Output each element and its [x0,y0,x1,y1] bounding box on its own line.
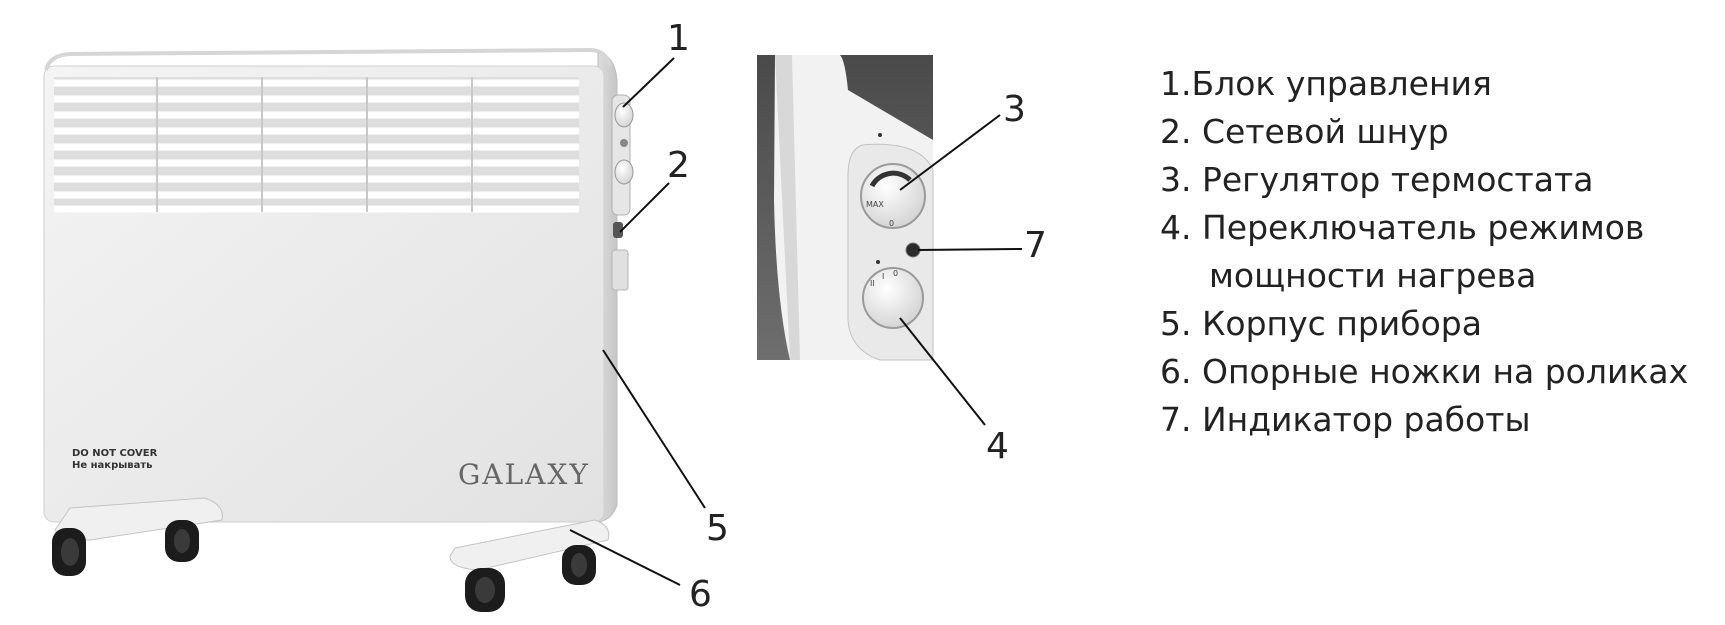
callout-4: 4 [986,426,1009,467]
callout-2: 2 [667,145,690,186]
legend-item-7: 7. Индикатор работы [1160,400,1531,439]
parts-legend: 1.Блок управления 2. Сетевой шнур 3. Рег… [1160,60,1688,444]
heater-top-rim [44,47,612,71]
leader-lines [569,57,1023,586]
legend-item-4: 4. Переключатель режимов [1160,208,1645,247]
thermostat-knob [860,133,926,229]
leader-line-7 [917,248,1023,251]
legend-item-4-continued: мощности нагрева [1209,256,1537,295]
heater-warning-ru: Не накрывать [72,460,152,471]
heater-left-foot [52,497,223,576]
callout-numbers: 1 2 3 4 5 6 7 [667,18,1047,615]
leader-line-5 [602,349,706,509]
leader-line-4 [899,317,986,426]
thermostat-zero-mark: 0 [889,219,894,228]
mode-mark-zero: 0 [893,269,898,278]
legend-item-3: 3. Регулятор термостата [1160,160,1594,199]
control-panel-closeup: MAX 0 II I 0 [757,55,934,361]
thermostat-max-mark: MAX [866,200,884,209]
heater-warning-en: DO NOT COVER [72,448,158,459]
leader-line-2 [619,182,670,233]
leader-line-1 [622,57,675,108]
heater-grille [54,77,579,213]
heater-power-cord [611,222,629,291]
callout-3: 3 [1003,89,1026,130]
heater-control-unit [611,94,634,216]
mode-switch-knob [862,260,924,329]
leader-line-6 [569,529,681,586]
heater-brand-logo: GALAXY [458,458,590,491]
heater-right-foot [449,519,610,612]
mode-mark-ii: II [870,279,875,288]
legend-item-5: 5. Корпус прибора [1160,304,1482,343]
callout-1: 1 [667,18,690,59]
legend-item-2: 2. Сетевой шнур [1160,112,1449,151]
legend-item-6: 6. Опорные ножки на роликах [1160,352,1689,391]
mode-mark-i: I [882,272,884,281]
legend-item-1: 1.Блок управления [1160,64,1492,103]
callout-7: 7 [1024,225,1047,266]
callout-6: 6 [689,574,712,615]
leader-line-3 [899,114,1001,191]
heater-illustration: DO NOT COVER Не накрывать GALAXY [43,47,634,612]
power-indicator-lamp [905,242,921,258]
callout-5: 5 [706,508,729,549]
